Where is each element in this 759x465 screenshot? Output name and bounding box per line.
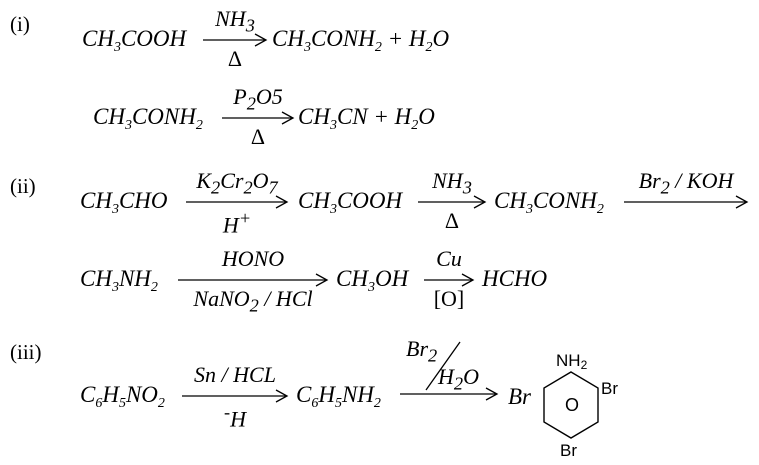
reaction-arrow-icon [624, 195, 749, 209]
tribromoaniline-structure: NH2 Br Br Br O [504, 348, 654, 464]
eq1-arrow: NH3 Δ [203, 6, 268, 76]
eq2-arrow: P2O5 Δ [222, 84, 295, 154]
eq2-product: CH3CN + H2O [298, 104, 435, 133]
eq1-reactant: CH3COOH [82, 26, 187, 55]
eq4-arrow-2: Cu [O] [424, 246, 475, 318]
eq5-arrow-2: Br2 H2O [400, 336, 499, 410]
eq2-reactant: CH3CONH2 [93, 104, 203, 133]
eq3-arrow-1: K2Cr2O7 H+ [186, 168, 289, 240]
eq4-reagent1-below: NaNO2 / HCl [193, 286, 313, 316]
eq1-reagent-above: NH3 [215, 6, 255, 36]
reaction-arrow-icon [418, 195, 487, 209]
eq5-reagent1-above: Sn / HCL [194, 362, 276, 387]
eq4-reagent1-above: HONO [221, 246, 285, 271]
eq5-reagent2-below: H2O [438, 364, 479, 394]
ring-substituent-bottom: Br [560, 441, 577, 460]
reaction-arrow-icon [424, 273, 475, 287]
eq5-intermediate: C6H5NH2 [296, 382, 381, 411]
eq3-reagent1-below: H+ [222, 208, 252, 238]
eq5-reagent1-below: -H [224, 402, 246, 432]
eq3-arrow-3: Br2 / KOH [624, 168, 749, 216]
eq3-reagent1-above: K2Cr2O7 [196, 168, 278, 198]
reaction-arrow-icon [400, 341, 499, 401]
eq4-arrow-1: HONO NaNO2 / HCl [178, 246, 329, 318]
reaction-arrow-icon [203, 33, 268, 47]
reaction-arrow-icon [178, 273, 329, 287]
eq5-reagent2-above: Br2 [406, 336, 438, 366]
ring-substituent-top: NH2 [556, 351, 588, 372]
reaction-arrow-icon [186, 195, 289, 209]
eq3-arrow-2: NH3 Δ [418, 168, 487, 240]
eq3-intermediate2: CH3CONH2 [494, 188, 604, 217]
eq4-product: HCHO [482, 266, 548, 291]
ring-substituent-right: Br [601, 379, 618, 398]
eq3-reactant: CH3CHO [80, 188, 168, 217]
ring-center-label: O [565, 395, 580, 415]
eq2-reagent-below: Δ [250, 124, 266, 149]
reaction-arrow-icon [222, 111, 295, 125]
benzene-ring-icon [543, 371, 599, 439]
part-label-ii: (ii) [10, 174, 36, 198]
reaction-arrow-icon [182, 389, 289, 403]
eq1-reagent-below: Δ [227, 46, 243, 71]
eq3-reagent2-above: NH3 [432, 168, 472, 198]
eq4-reactant: CH3NH2 [80, 266, 158, 295]
eq2-reagent-above: P2O5 [233, 84, 283, 114]
part-label-i: (i) [10, 12, 30, 36]
eq4-reagent2-below: [O] [433, 286, 465, 311]
eq4-intermediate: CH3OH [336, 266, 409, 295]
eq3-intermediate1: CH3COOH [298, 188, 403, 217]
eq5-reactant: C6H5NO2 [80, 382, 165, 411]
eq3-reagent2-below: Δ [444, 208, 460, 233]
eq4-reagent2-above: Cu [436, 246, 462, 271]
part-label-iii: (iii) [10, 340, 42, 364]
eq1-product: CH3CONH2 + H2O [272, 26, 450, 55]
ring-substituent-left: Br [508, 384, 531, 409]
eq5-arrow-1: Sn / HCL -H [182, 362, 289, 434]
eq3-reagent3-above: Br2 / KOH [638, 168, 734, 198]
